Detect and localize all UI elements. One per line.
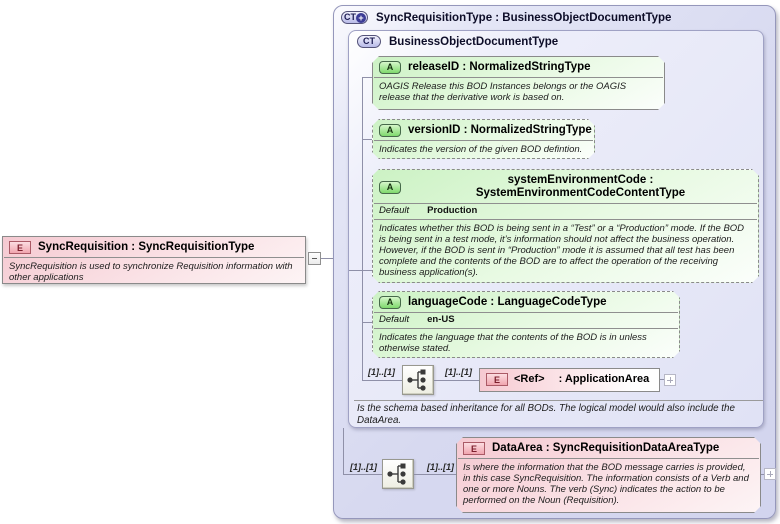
connector-line <box>761 474 764 475</box>
extension-plus-icon: + <box>356 13 366 23</box>
attribute-box-systemenvironmentcode[interactable]: A systemEnvironmentCode : SystemEnvironm… <box>372 169 759 283</box>
divider <box>374 328 678 329</box>
complex-type-extension-icon: CT + <box>341 11 368 24</box>
divider <box>374 219 757 220</box>
connector-line <box>349 270 372 271</box>
element-icon: E <box>463 442 485 455</box>
sequence-glyph <box>407 369 426 391</box>
element-icon: E <box>9 241 31 254</box>
divider <box>354 400 763 401</box>
complex-type-icon: CT <box>357 35 381 48</box>
default-value: en-US <box>427 314 455 325</box>
divider <box>374 140 593 141</box>
attribute-icon: A <box>379 296 401 309</box>
cardinality-label: [1]..[1] <box>427 462 454 472</box>
element-ref-label: <Ref> <box>514 373 545 385</box>
annotation-text: Indicates whether this BOD is being sent… <box>379 223 745 278</box>
connector-line <box>321 258 333 259</box>
annotation-text: Indicates the version of the given BOD d… <box>379 144 583 155</box>
connector-line <box>362 139 372 140</box>
sequence-icon[interactable] <box>402 365 434 395</box>
attribute-icon: A <box>379 61 401 74</box>
complex-type-container: CT + SyncRequisitionType : BusinessObjec… <box>333 5 776 519</box>
base-type-title: BusinessObjectDocumentType <box>389 35 559 48</box>
element-box-dataarea[interactable]: E DataArea : SyncRequisitionDataAreaType… <box>456 437 761 513</box>
sequence-glyph <box>387 463 406 485</box>
attribute-box-versionid[interactable]: A versionID : NormalizedStringType Indic… <box>372 119 595 159</box>
annotation-text: Indicates the language that the contents… <box>379 332 647 354</box>
divider <box>374 77 663 78</box>
collapse-button[interactable] <box>308 252 321 265</box>
divider <box>4 257 304 258</box>
attribute-box-releaseid[interactable]: A releaseID : NormalizedStringType OAGIS… <box>372 56 665 110</box>
element-type-label: : ApplicationArea <box>558 373 650 385</box>
cardinality-label: [1]..[1] <box>368 367 395 377</box>
connector-line <box>660 379 664 380</box>
divider <box>374 312 678 313</box>
attribute-title: releaseID : NormalizedStringType <box>408 61 591 73</box>
base-type-container: CT BusinessObjectDocumentType A releaseI… <box>348 30 764 428</box>
annotation-text: Is where the information that the BOD me… <box>463 462 749 506</box>
attribute-title: systemEnvironmentCode : SystemEnvironmen… <box>475 174 686 199</box>
connector-line <box>414 474 456 475</box>
expand-button[interactable] <box>664 374 676 386</box>
annotation-text: OAGIS Release this BOD Instances belongs… <box>379 81 627 103</box>
divider <box>458 458 759 459</box>
complex-type-title: SyncRequisitionType : BusinessObjectDocu… <box>376 11 672 24</box>
connector-line <box>362 77 363 380</box>
cardinality-label: [1]..[1] <box>445 367 472 377</box>
complex-type-icon-label: CT <box>344 12 356 22</box>
default-label: Default <box>379 314 410 325</box>
attribute-icon: A <box>379 124 401 137</box>
element-box-syncrequisition[interactable]: E SyncRequisition : SyncRequisitionType … <box>2 236 306 284</box>
connector-line <box>362 77 372 78</box>
connector-line <box>343 474 382 475</box>
element-title: SyncRequisition : SyncRequisitionType <box>38 241 255 253</box>
sequence-icon[interactable] <box>382 459 414 489</box>
element-box-applicationarea[interactable]: E <Ref> : ApplicationArea <box>479 368 660 392</box>
divider <box>374 203 757 204</box>
connector-line <box>434 380 479 381</box>
connector-line <box>362 322 372 323</box>
expand-button[interactable] <box>764 468 776 480</box>
attribute-icon: A <box>379 181 401 194</box>
attribute-title: languageCode : LanguageCodeType <box>408 296 607 308</box>
default-value: Production <box>427 205 478 216</box>
element-icon: E <box>486 373 508 386</box>
cardinality-label: [1]..[1] <box>350 462 377 472</box>
connector-line <box>343 428 344 474</box>
attribute-title: versionID : NormalizedStringType <box>408 124 592 136</box>
connector-line <box>362 380 402 381</box>
annotation-text: SyncRequisition is used to synchronize R… <box>9 261 293 283</box>
element-title: DataArea : SyncRequisitionDataAreaType <box>492 442 720 454</box>
attribute-box-languagecode[interactable]: A languageCode : LanguageCodeType Defaul… <box>372 291 680 358</box>
annotation-text: Is the schema based inheritance for all … <box>357 403 735 426</box>
default-label: Default <box>379 205 410 216</box>
